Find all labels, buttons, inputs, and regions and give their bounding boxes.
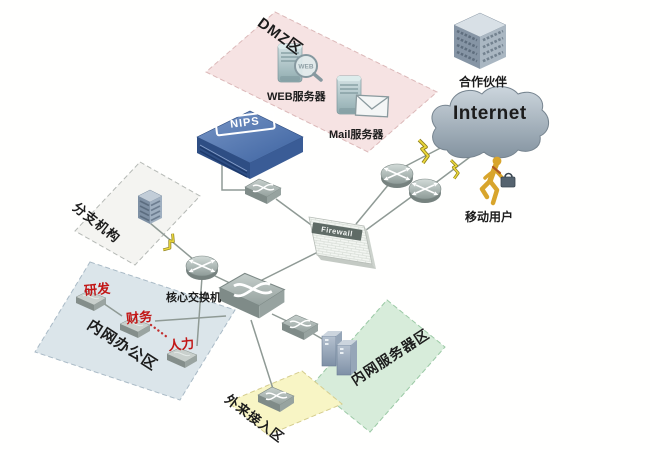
web-badge: WEB [298,64,313,71]
partner-building-icon [452,11,508,71]
lightning-icon [417,138,430,165]
nips-device-icon [196,110,304,179]
router-icon [185,255,219,281]
zones [34,11,446,436]
firewall-icon [308,216,376,269]
router-icon [408,178,442,204]
link-switch-firewall [275,198,315,228]
link-finance-hr-dotted [149,323,169,339]
link-core-external [250,319,275,393]
link-nips-switch [221,160,252,191]
lightning-icon [159,232,180,254]
link-router2-internet [433,156,471,185]
link-finance-core [154,315,227,322]
mobile-user-icon [479,156,516,206]
magnifier-icon: WEB [294,54,323,82]
branch-zone [74,161,201,266]
internet-cloud-icon [431,86,549,159]
link-firewall-router2 [361,191,419,234]
link-rd-finance [102,302,123,317]
server-access-switch-icon [281,314,319,341]
dmz-access-switch-icon [244,178,282,205]
router-icon [380,163,414,189]
lightning-icon [449,158,460,181]
envelope-icon [354,94,390,118]
link-firewall-core [259,251,319,282]
link-core-hr [196,276,203,347]
intranet-server-icon [336,339,358,376]
branch-building-icon [137,189,163,225]
